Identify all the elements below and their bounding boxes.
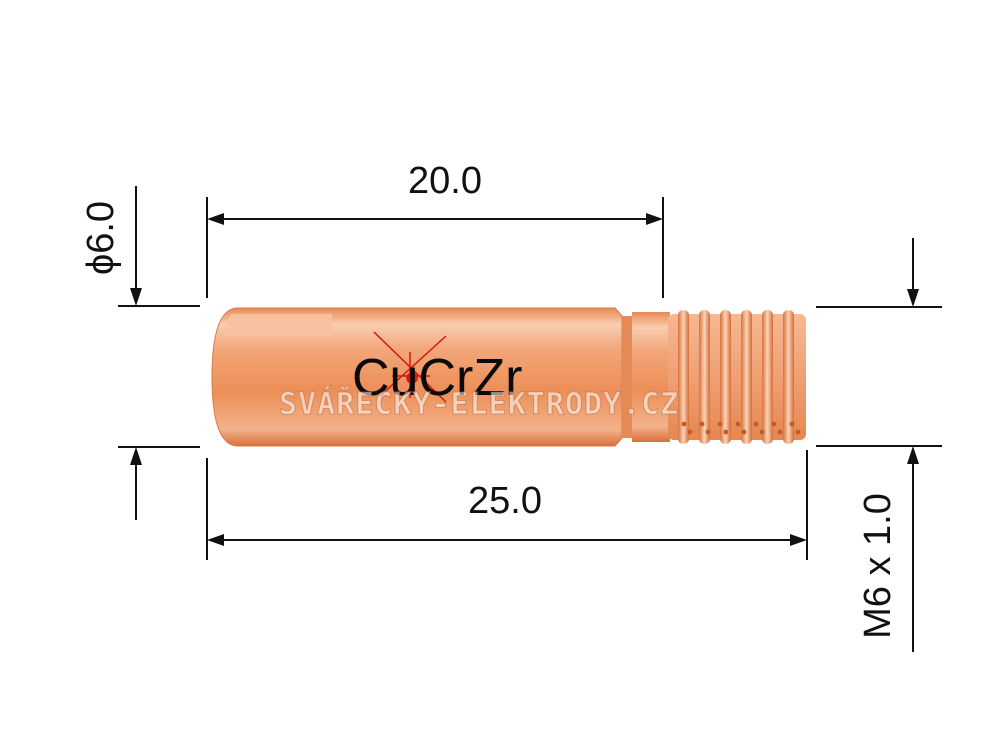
thread-mark [699, 421, 705, 427]
thread-mark [771, 421, 777, 427]
thread-mark [753, 421, 759, 427]
tip-nose-facet [224, 314, 332, 336]
dimension-thread: M6 x 1.0 [816, 238, 942, 652]
thread-mark [777, 429, 783, 435]
thread-mark [759, 429, 765, 435]
thread-ridge [762, 310, 773, 444]
thread-mark [735, 421, 741, 427]
thread-mark [705, 429, 711, 435]
thread-mark [741, 429, 747, 435]
thread-mark [717, 421, 723, 427]
thread-mark [723, 429, 729, 435]
thread-mark [795, 429, 801, 435]
thread-ridge [783, 310, 794, 444]
dimension-diameter: ϕ6.0 [80, 186, 200, 520]
thread-mark [789, 421, 795, 427]
thread-mark [687, 429, 693, 435]
tip-groove [622, 316, 634, 438]
thread-ridge [720, 310, 731, 444]
dimension-total-length: 25.0 [206, 450, 808, 560]
thread-value: M6 x 1.0 [857, 493, 899, 639]
laser-sparkle [373, 331, 447, 403]
thread-ridge [741, 310, 752, 444]
dimension-shank-length: 20.0 [206, 160, 664, 298]
watermark-text: SVÁŘECKY-ELEKTRODY.CZ [279, 385, 679, 422]
contact-tip [211, 307, 806, 447]
shank-length-value: 20.0 [408, 160, 482, 202]
thread-ridge [699, 310, 710, 444]
diameter-value: ϕ6.0 [80, 201, 122, 275]
total-length-value: 25.0 [468, 480, 542, 522]
thread-ridge [678, 310, 689, 444]
material-label: CuCrZr [352, 349, 522, 407]
tip-thread [668, 310, 806, 444]
thread-mark [681, 421, 687, 427]
